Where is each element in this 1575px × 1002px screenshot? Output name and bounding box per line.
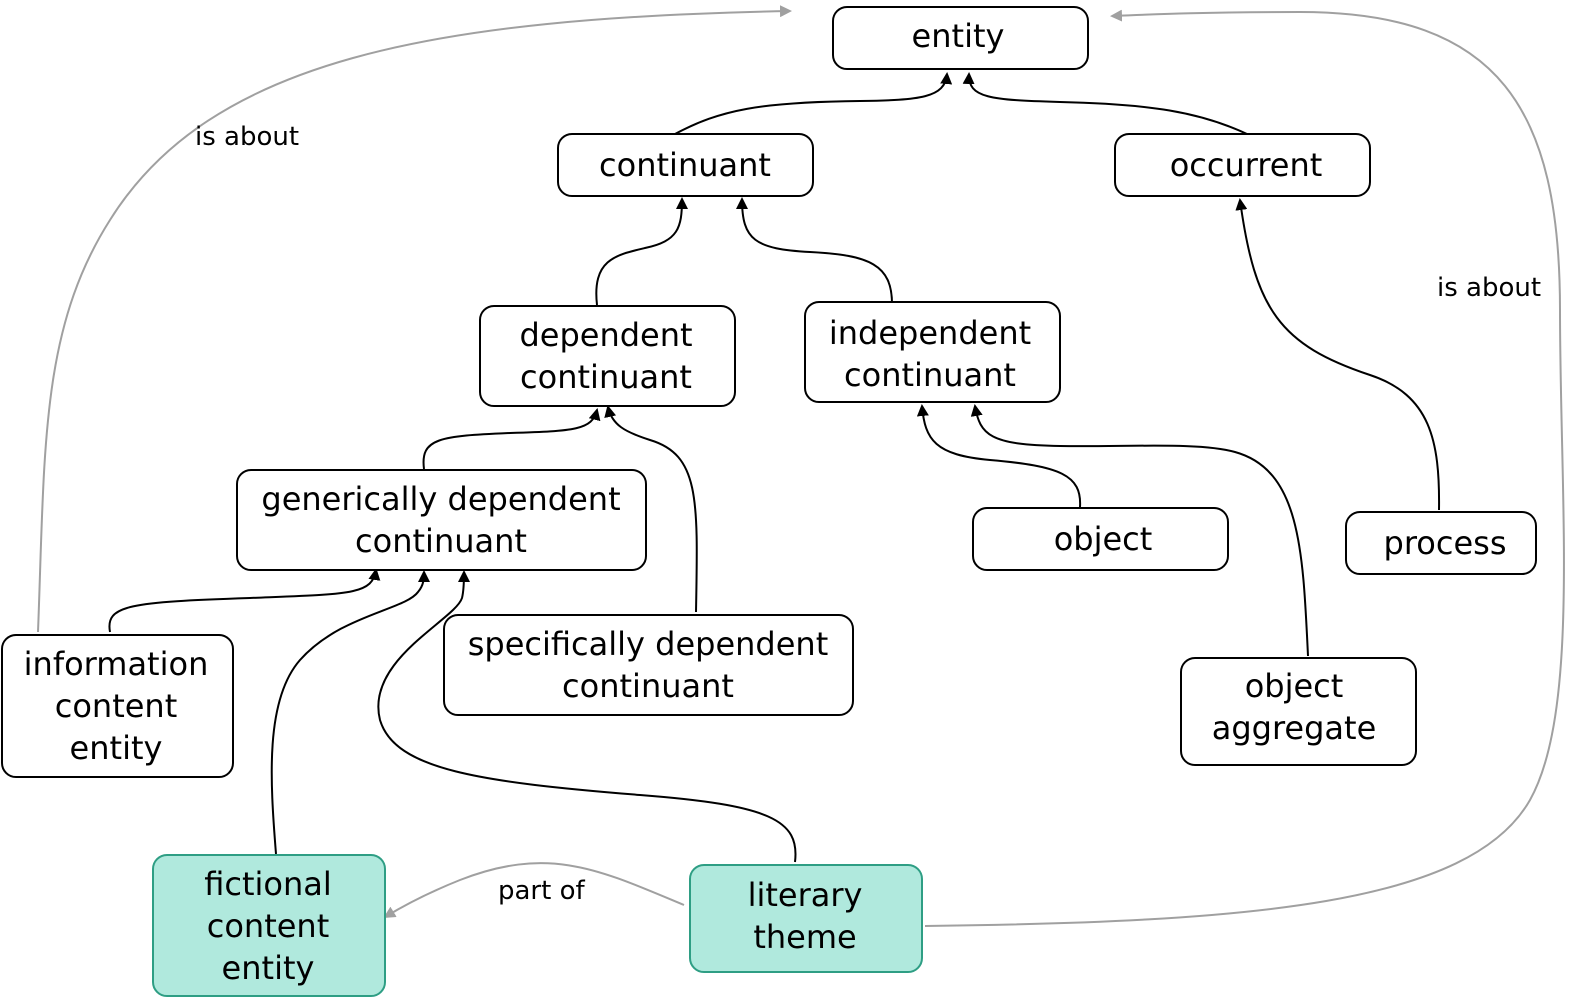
node-fictional-content-entity[interactable]: fictional content entity: [152, 854, 386, 997]
svg-text:theme: theme: [753, 918, 856, 956]
node-label: entity: [912, 17, 1005, 55]
node-label-line-2: continuant: [562, 667, 734, 705]
node-label-line-1: object: [1245, 667, 1344, 705]
svg-text:fictional: fictional: [204, 865, 332, 903]
edge-fictional-to-generically: [270, 570, 430, 855]
edge-independent-to-continuant: [736, 197, 893, 305]
node-label: process: [1384, 524, 1507, 562]
edge-information-to-generically: [108, 568, 381, 633]
svg-text:continuant: continuant: [520, 358, 692, 396]
svg-text:continuant: continuant: [599, 146, 771, 184]
svg-text:content: content: [207, 907, 330, 945]
svg-text:continuant: continuant: [355, 522, 527, 560]
svg-text:object: object: [1054, 520, 1153, 558]
node-dependent-continuant[interactable]: dependent continuant: [479, 305, 736, 407]
svg-text:continuant: continuant: [562, 667, 734, 705]
node-literary-theme[interactable]: literary theme: [689, 864, 923, 973]
edge-aggregate-to-independent: [970, 404, 1309, 657]
node-label-line-1: dependent: [519, 316, 692, 354]
node-label-line-1: information: [24, 645, 209, 683]
edge-occurrent-to-entity: [962, 72, 1248, 135]
svg-text:generically dependent: generically dependent: [261, 480, 620, 518]
node-label-line-1: fictional: [204, 865, 332, 903]
svg-text:aggregate: aggregate: [1212, 709, 1377, 747]
edge-process-to-occurrent: [1235, 198, 1441, 511]
node-label-line-2: continuant: [844, 356, 1016, 394]
node-independent-continuant[interactable]: independent continuant: [804, 301, 1061, 403]
node-label-line-3: entity: [222, 949, 315, 987]
svg-text:continuant: continuant: [844, 356, 1016, 394]
node-label-line-2: theme: [753, 918, 856, 956]
nodes: entity continuant occurrent dependent co…: [1, 6, 1537, 997]
svg-text:independent: independent: [829, 314, 1031, 352]
svg-text:process: process: [1384, 524, 1507, 562]
edge-object-to-independent: [916, 404, 1082, 508]
edge-label-is-about-left: is about: [195, 122, 299, 152]
svg-text:occurrent: occurrent: [1170, 146, 1323, 184]
relation-edges: [37, 5, 1565, 927]
edge-label-part-of: part of: [498, 876, 585, 906]
node-label-line-1: literary: [748, 876, 863, 914]
node-object[interactable]: object: [972, 507, 1229, 571]
svg-text:specifically dependent: specifically dependent: [468, 625, 829, 663]
svg-text:literary: literary: [748, 876, 863, 914]
node-occurrent[interactable]: occurrent: [1114, 133, 1371, 197]
edge-part-of-literary-to-fictional: [383, 862, 685, 919]
svg-text:entity: entity: [222, 949, 315, 987]
node-label: continuant: [599, 146, 771, 184]
edge-dependent-to-continuant: [595, 197, 688, 306]
node-continuant[interactable]: continuant: [557, 133, 814, 197]
svg-text:object: object: [1245, 667, 1344, 705]
edge-literary-to-generically: [377, 570, 797, 863]
node-information-content-entity[interactable]: information content entity: [1, 634, 234, 778]
node-label-line-2: aggregate: [1212, 709, 1377, 747]
edge-generically-to-dependent: [422, 408, 601, 470]
node-specifically-dependent-continuant[interactable]: specifically dependent continuant: [443, 614, 854, 716]
svg-text:information: information: [24, 645, 209, 683]
edge-specifically-to-dependent: [604, 405, 698, 613]
node-label-line-1: independent: [829, 314, 1031, 352]
node-generically-dependent-continuant[interactable]: generically dependent continuant: [236, 469, 647, 571]
svg-text:entity: entity: [70, 729, 163, 767]
edge-labels: is about is about part of: [195, 122, 1541, 906]
node-label-line-2: continuant: [355, 522, 527, 560]
edge-is-about-literary-to-entity: [924, 9, 1565, 927]
node-label-line-2: content: [55, 687, 178, 725]
edge-continuant-to-entity: [674, 72, 953, 135]
node-object-aggregate[interactable]: object aggregate: [1180, 657, 1417, 766]
node-label-line-1: specifically dependent: [468, 625, 829, 663]
node-label-line-2: content: [207, 907, 330, 945]
node-label-line-1: generically dependent: [261, 480, 620, 518]
node-label: occurrent: [1170, 146, 1323, 184]
node-entity[interactable]: entity: [832, 6, 1089, 70]
node-process[interactable]: process: [1345, 511, 1537, 575]
is-a-edges: [108, 72, 1441, 863]
node-label: object: [1054, 520, 1153, 558]
edge-label-is-about-right: is about: [1437, 273, 1541, 303]
svg-text:content: content: [55, 687, 178, 725]
node-label-line-3: entity: [70, 729, 163, 767]
edge-is-about-information-to-entity: [37, 5, 792, 633]
node-label-line-2: continuant: [520, 358, 692, 396]
svg-text:dependent: dependent: [519, 316, 692, 354]
svg-text:entity: entity: [912, 17, 1005, 55]
